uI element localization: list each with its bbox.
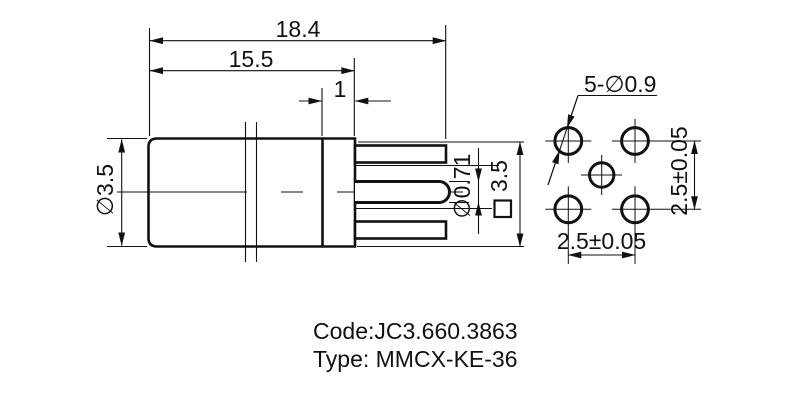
dim-vertical-pitch-label: 2.5±0.05 xyxy=(666,126,692,215)
part-type-label: Type: MMCX-KE-36 xyxy=(313,346,518,372)
dim-center-pin-diameter-label: ∅0.71 xyxy=(449,154,475,219)
dim-body-length-label: 15.5 xyxy=(229,46,274,72)
side-view xyxy=(117,122,499,262)
side-view-dimensions: 18.4 15.5 1 ∅3.5 ∅0.71 3.5 xyxy=(92,16,524,248)
dim-horizontal-pitch-label: 2.5±0.05 xyxy=(557,228,646,254)
hole-center xyxy=(588,161,616,189)
part-code-label: Code:JC3.660.3863 xyxy=(313,318,518,344)
hole-centerlines xyxy=(545,119,701,264)
center-pin xyxy=(355,180,451,204)
hole-top-right xyxy=(620,126,650,156)
top-pin xyxy=(353,144,448,164)
hole-callout-leader xyxy=(547,94,657,186)
projection-lines xyxy=(355,164,499,210)
square-symbol-icon xyxy=(493,199,513,219)
hole-bottom-right xyxy=(620,194,650,225)
break-lines xyxy=(244,122,258,262)
dim-flange-square-label: 3.5 xyxy=(486,160,512,192)
hole-bottom-left xyxy=(553,194,584,225)
bottom-pin xyxy=(353,220,448,240)
footprint-dimensions: 5-∅0.9 2.5±0.05 2.5±0.05 xyxy=(547,71,698,259)
connector-body xyxy=(147,137,357,248)
dim-body-diameter-label: ∅3.5 xyxy=(92,164,118,216)
dim-total-length-label: 18.4 xyxy=(276,16,321,42)
hole-callout-label: 5-∅0.9 xyxy=(584,71,656,97)
dim-flange-thickness-label: 1 xyxy=(334,76,347,102)
title-block: Code:JC3.660.3863 Type: MMCX-KE-36 xyxy=(313,318,518,372)
